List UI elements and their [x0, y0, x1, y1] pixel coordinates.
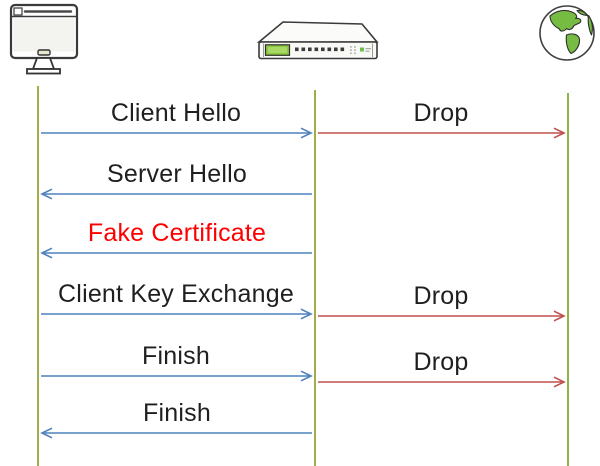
arrowhead [553, 310, 566, 322]
globe-icon [539, 5, 595, 61]
message-label: Server Hello [107, 160, 247, 188]
message-label: Drop [413, 99, 469, 127]
arrowhead [300, 127, 313, 139]
message-label: Finish [142, 342, 210, 370]
arrowhead [40, 247, 53, 259]
arrowhead [300, 308, 313, 320]
arrowhead [300, 370, 313, 382]
message-label: Drop [413, 282, 469, 310]
arrowhead [40, 427, 53, 439]
message-label: Fake Certificate [87, 219, 267, 247]
rack-server-icon [256, 21, 379, 60]
desktop-computer-icon [9, 3, 79, 75]
arrowhead [553, 376, 566, 388]
arrowhead [40, 188, 53, 200]
message-label: Client Hello [110, 99, 242, 127]
arrowhead [553, 127, 566, 139]
message-label: Client Key Exchange [58, 280, 294, 308]
message-label: Drop [413, 348, 469, 376]
message-label: Finish [143, 399, 211, 427]
